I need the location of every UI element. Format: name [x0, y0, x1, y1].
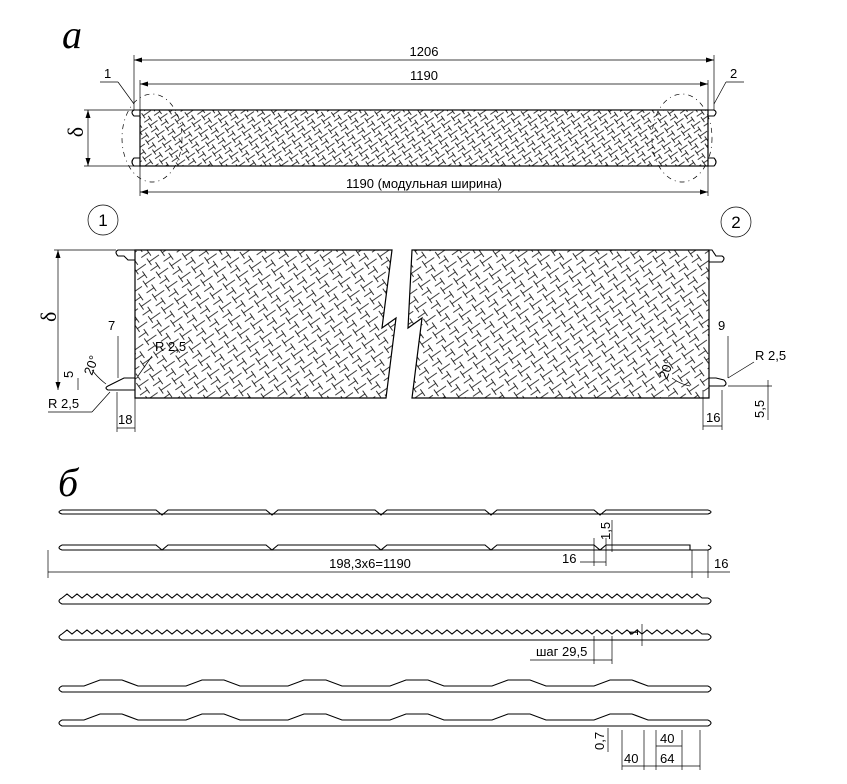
dim-1-5: 1,5 [598, 522, 613, 540]
dim-1: 1 [626, 629, 641, 636]
dim-5-5: 5,5 [752, 400, 767, 418]
dim-overall-width: 1206 [410, 44, 439, 59]
dim-20deg-left: 20° [81, 353, 102, 377]
profile-trapezoid-1 [58, 509, 712, 516]
callout-2: 2 [713, 66, 744, 105]
panel-cross-section [121, 93, 717, 183]
dim-16-detail: 16 [706, 410, 720, 425]
section-a-label: а [62, 12, 82, 57]
detail-1: 1 δ 7 R 2,5 5 20° R 2,5 18 [36, 204, 397, 432]
dimension-modular: 1190 (модульная ширина) [139, 166, 709, 196]
detail-1-thickness: δ [36, 312, 61, 322]
profile-zigzag-1 [58, 593, 712, 605]
dim-16-right: 16 [714, 556, 728, 571]
callout-1-label: 1 [104, 66, 111, 81]
profile-trapezoid-2: 198,3x6=1190 16 16 1,5 [47, 520, 730, 578]
dimension-1206: 1206 [133, 44, 715, 110]
callout-2-label: 2 [730, 66, 737, 81]
dim-modular-width: 1190 (модульная ширина) [346, 176, 502, 191]
profile-zigzag-2: шаг 29,5 1 [58, 624, 712, 664]
dim-r25-right: R 2,5 [755, 348, 786, 363]
dim-40-b: 40 [660, 731, 674, 746]
dim-18: 18 [118, 412, 132, 427]
dimension-thickness: δ [63, 109, 134, 167]
detail-2-label: 2 [731, 213, 740, 232]
section-b-label: б [58, 460, 80, 505]
dim-r25-top: R 2,5 [155, 339, 186, 354]
dim-inner-width: 1190 [410, 68, 438, 83]
thickness-symbol: δ [63, 127, 88, 137]
callout-1: 1 [100, 66, 135, 105]
dim-64: 64 [660, 751, 674, 766]
dim-pitch: 198,3x6=1190 [329, 556, 411, 571]
detail-1-label: 1 [98, 211, 107, 230]
dim-5: 5 [61, 371, 76, 378]
dim-9: 9 [718, 318, 725, 333]
dim-r25-bottom: R 2,5 [48, 396, 79, 411]
dim-40-a: 40 [624, 751, 638, 766]
dim-7: 7 [108, 318, 115, 333]
dim-16-left: 16 [562, 551, 576, 566]
dimension-1190: 1190 [139, 68, 709, 110]
dim-0-7: 0,7 [592, 732, 607, 750]
dim-20deg-right: 20° [656, 357, 677, 381]
profile-wide-trapezoid-1 [58, 679, 712, 693]
dim-step: шаг 29,5 [536, 644, 587, 659]
profile-wide-trapezoid-2: 0,7 40 40 64 [58, 713, 712, 770]
detail-2: 2 9 R 2,5 20° 16 5,5 [407, 206, 786, 430]
